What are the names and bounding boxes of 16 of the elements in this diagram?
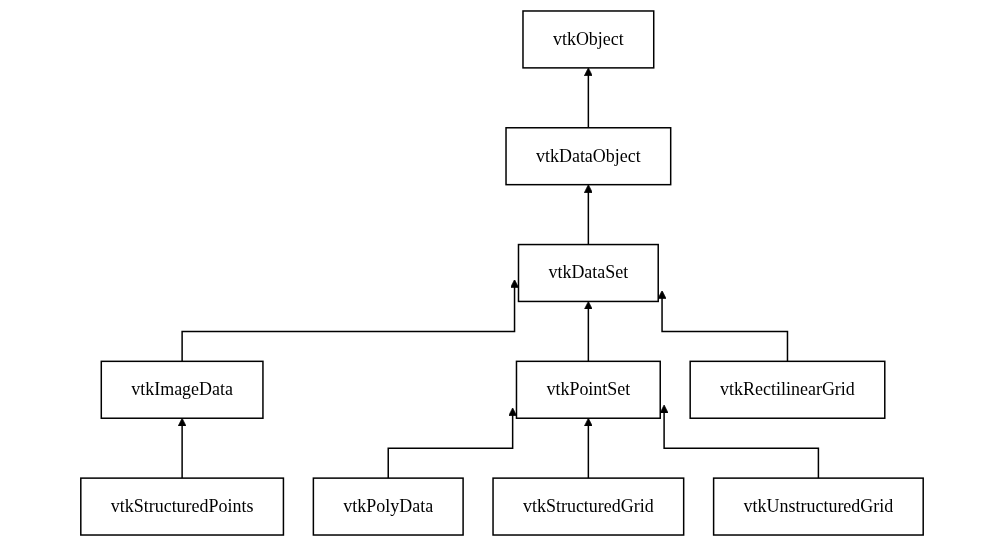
node-box: vtkRectilinearGrid bbox=[689, 360, 886, 419]
node-box: vtkObject bbox=[522, 10, 655, 69]
arrow bbox=[583, 301, 593, 363]
node-box: vtkImageData bbox=[100, 360, 264, 419]
node-box: vtkPointSet bbox=[515, 360, 661, 419]
node-box: vtkStructuredPoints bbox=[80, 477, 285, 536]
arrow bbox=[583, 67, 593, 129]
arrow bbox=[583, 417, 593, 479]
arrow bbox=[177, 417, 187, 479]
node-box: vtkStructuredGrid bbox=[492, 477, 685, 536]
node-box: vtkPolyData bbox=[312, 477, 464, 536]
node-box: vtkDataObject bbox=[505, 127, 672, 186]
arrow bbox=[583, 184, 593, 246]
node-box: vtkDataSet bbox=[517, 243, 659, 303]
arrow bbox=[181, 279, 519, 363]
node-box: vtkUnstructuredGrid bbox=[712, 477, 924, 536]
